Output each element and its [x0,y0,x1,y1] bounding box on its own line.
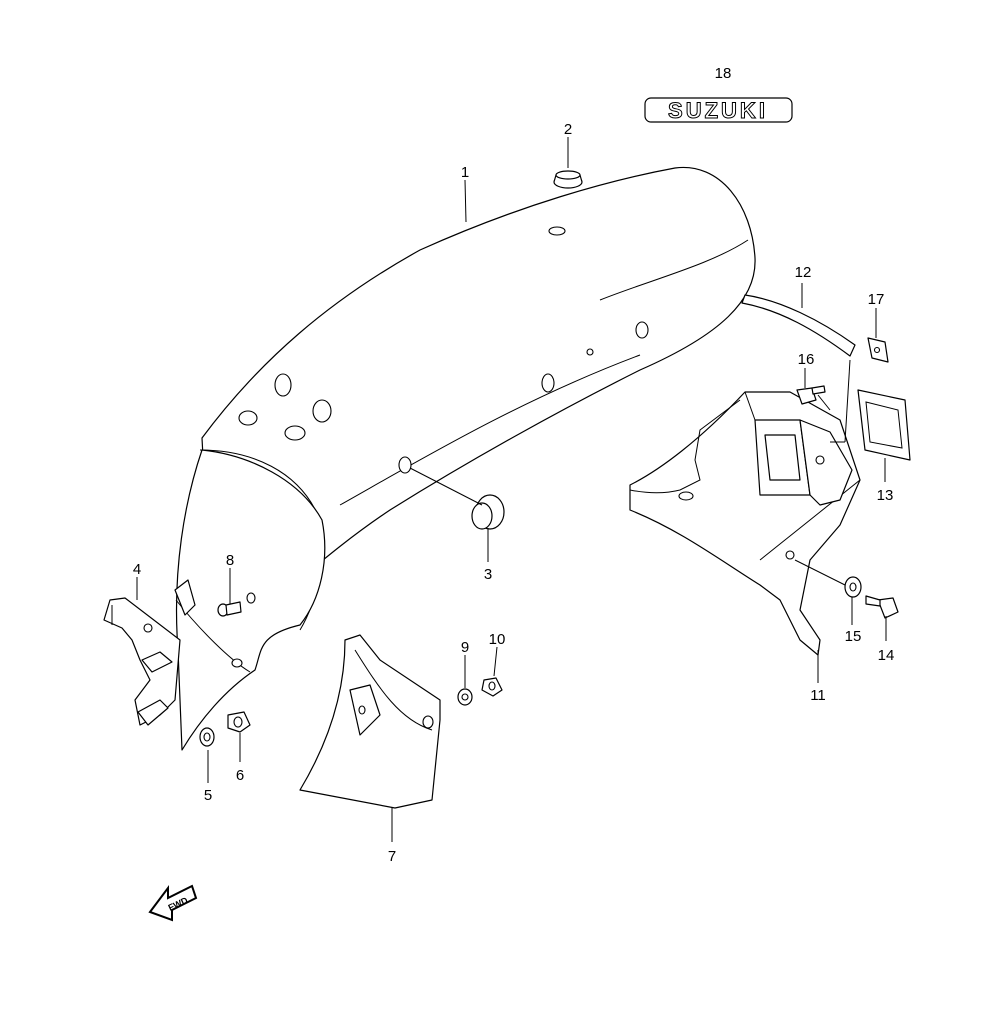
nut-10 [481,677,503,697]
nut-6 [227,711,251,733]
suzuki-emblem: SUZUKI [644,97,793,124]
fwd-arrow: FWD [148,884,198,922]
reflector-bracket [103,579,196,726]
callout-5: 5 [204,787,212,804]
callout-17: 17 [868,291,885,308]
rear-fender [175,166,756,751]
callout-6: 6 [236,767,244,784]
emblem-text: SUZUKI [668,98,768,123]
license-bracket [629,391,861,656]
callout-14: 14 [878,647,895,664]
callout-1: 1 [461,164,469,181]
callout-numbers: 1 2 3 4 5 6 7 8 9 10 11 12 13 14 15 16 1… [133,65,895,865]
callout-12: 12 [795,264,812,281]
callout-2: 2 [564,121,572,138]
washer-9 [457,688,473,706]
clip-nut [867,337,889,363]
callout-11: 11 [810,687,826,704]
callout-3: 3 [484,566,492,583]
callout-7: 7 [388,848,396,865]
leader-lines [136,137,887,842]
mud-flap [299,634,441,809]
callout-16: 16 [798,351,815,368]
callout-10: 10 [489,631,506,648]
rubber-pad [857,389,911,461]
bolt-16 [796,385,826,405]
callout-8: 8 [226,552,234,569]
bolt-14 [865,595,899,619]
callout-18: 18 [715,65,732,82]
washer-15 [844,576,862,598]
reflector-strip [741,294,856,357]
callout-13: 13 [877,487,894,504]
grommet-side [471,494,505,530]
callout-9: 9 [461,639,469,656]
screw-8 [217,601,242,617]
callout-15: 15 [845,628,862,645]
callout-4: 4 [133,561,141,578]
washer-5 [199,727,215,747]
grommet-top [553,170,583,189]
